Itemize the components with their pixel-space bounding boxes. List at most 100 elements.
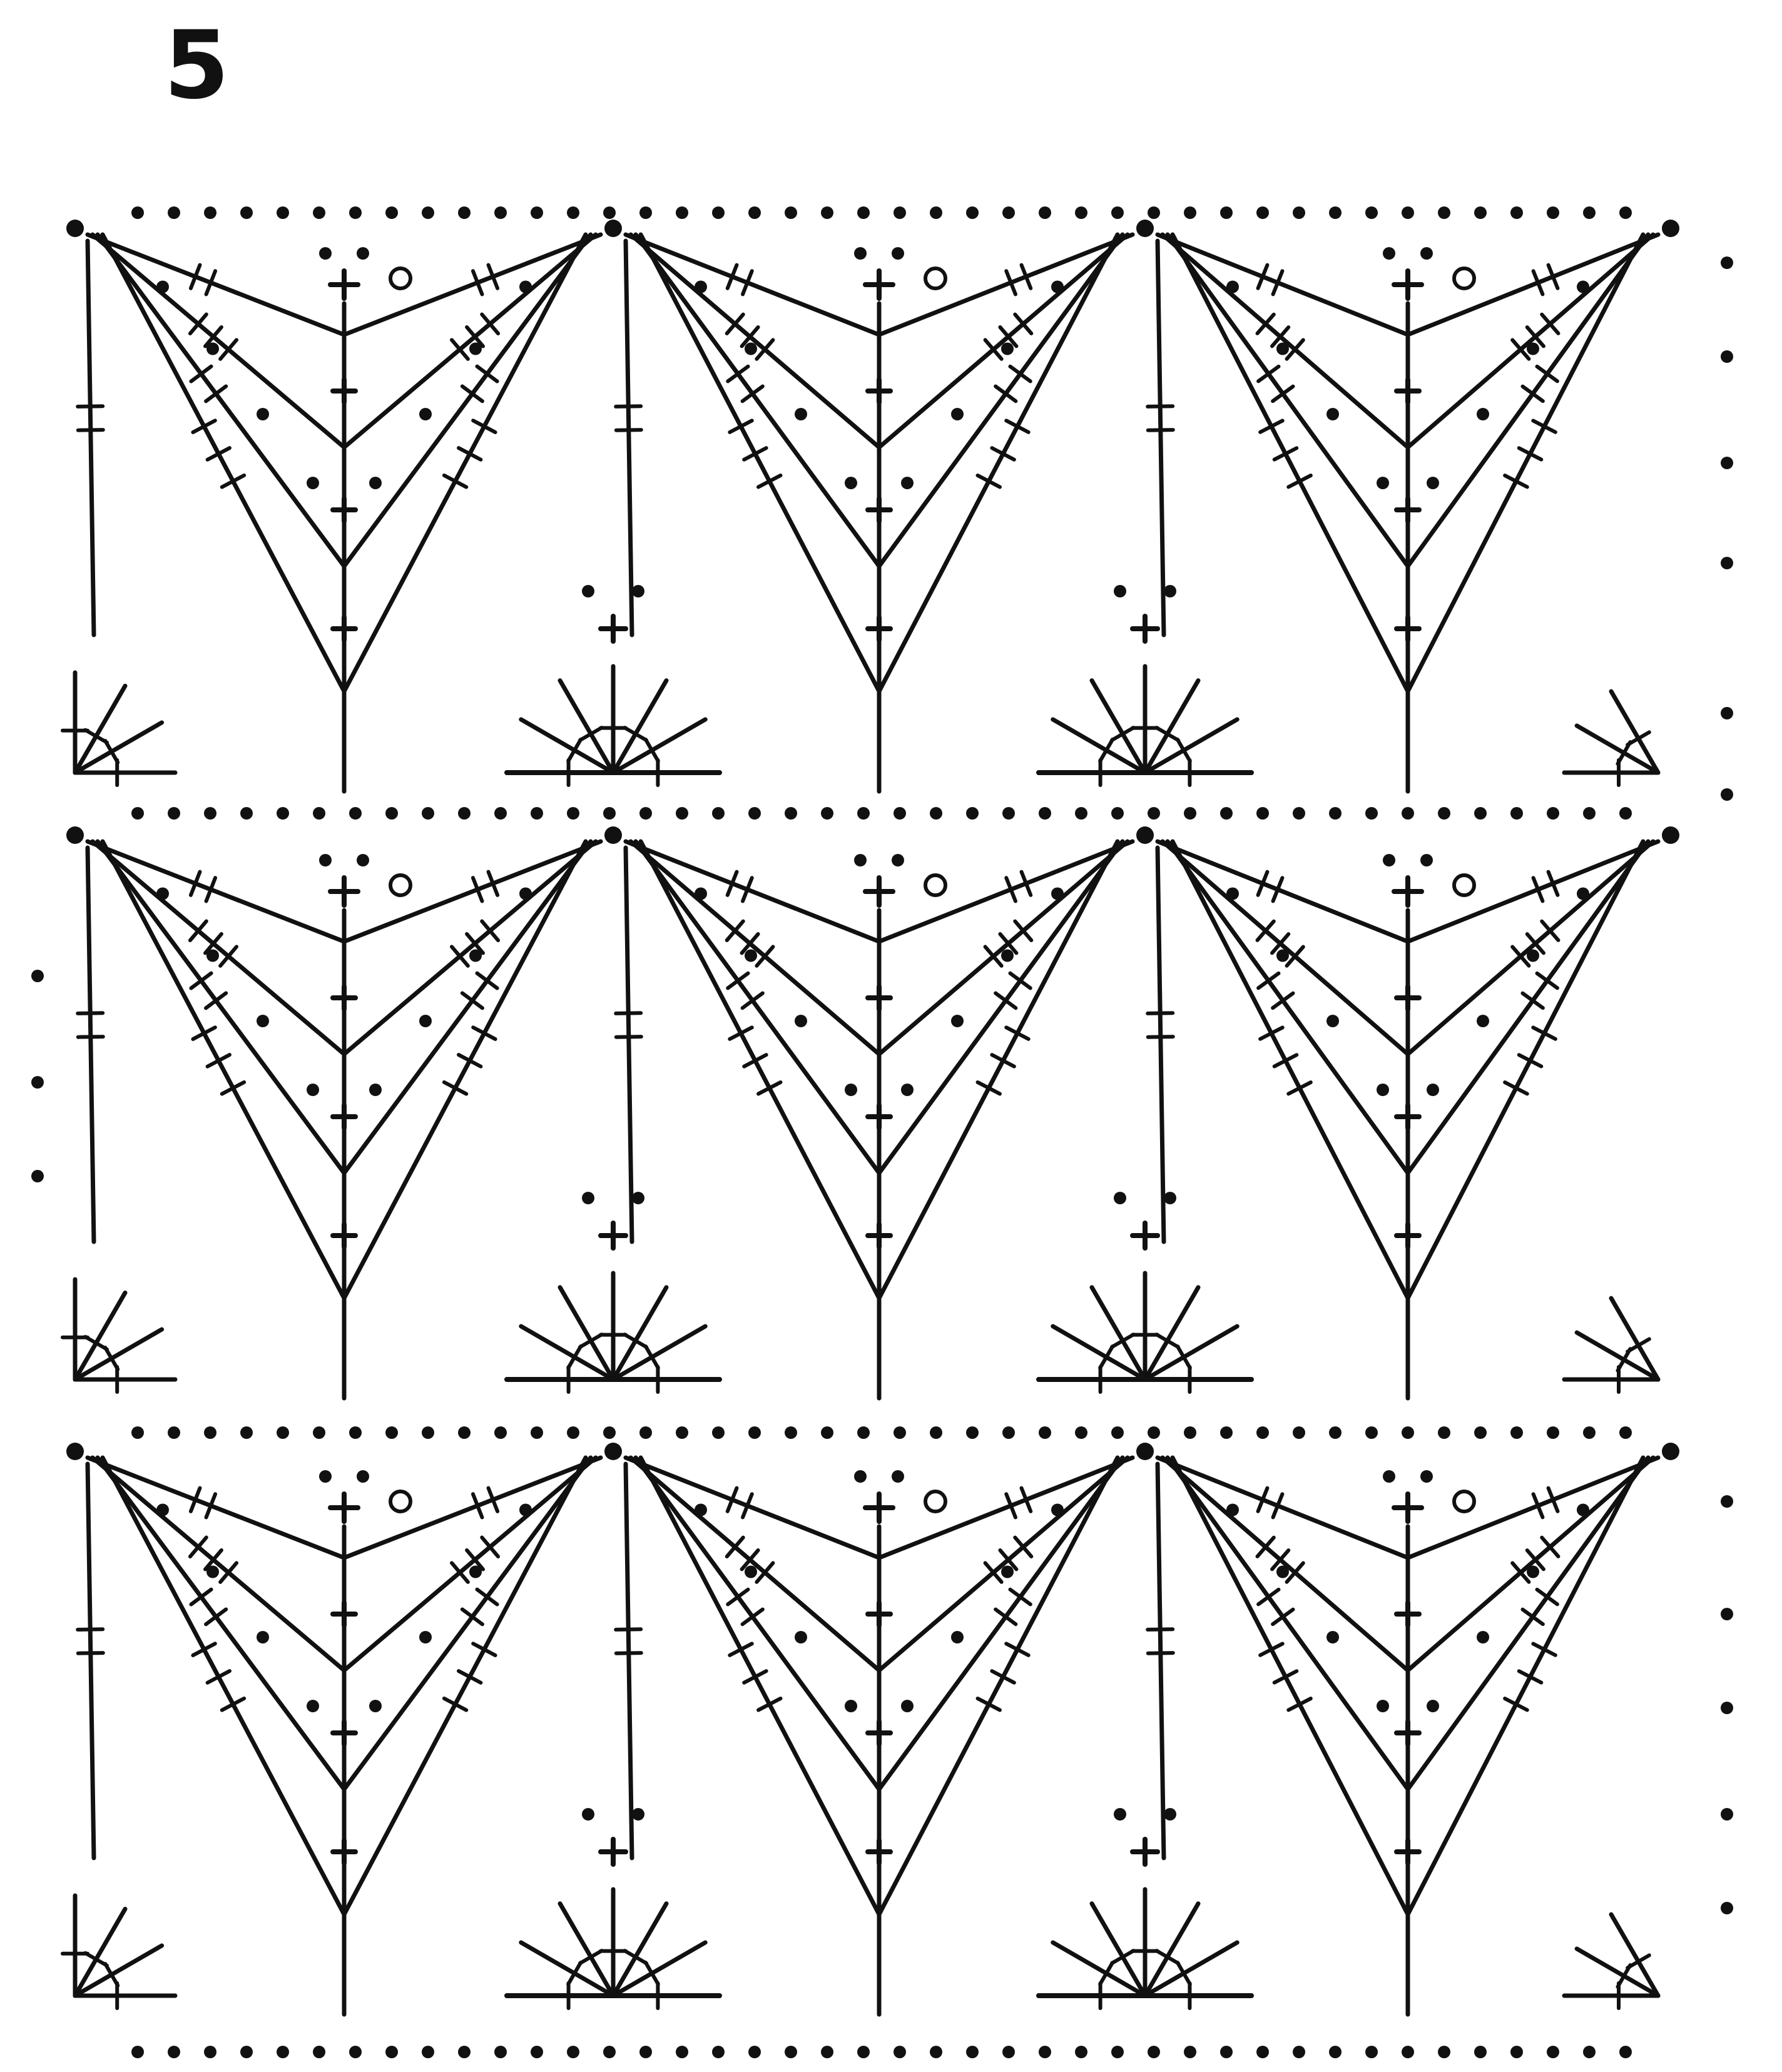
chain-dot [1164,1808,1176,1821]
chain-dot [369,1084,382,1096]
shell-fan [507,585,720,785]
chain-dot [419,408,432,420]
chain-dot [385,807,398,820]
treble-crochet-stitch [1158,235,1408,335]
chain-dot [531,2046,543,2058]
chain-dot [1420,854,1433,866]
chain-dot [1111,2046,1124,2058]
chain-dot [1148,206,1160,219]
chain-dot [1293,206,1305,219]
treble-crochet-stitch [103,841,344,1298]
chain-dot [1427,1700,1439,1712]
treble-crochet-stitch [88,235,344,335]
chain-dot [892,247,904,260]
chain-dot [582,585,594,597]
fan-repeat [1148,841,1658,1398]
treble-crochet-stitch [1408,1458,1658,1558]
chain-dot [1427,1084,1439,1096]
chain-dot [206,950,219,962]
chain-dot [385,2046,398,2058]
chain-dot [307,1084,319,1096]
treble-crochet-stitch [641,1458,879,1914]
chain-dot [745,343,757,355]
chain-dot [1184,206,1196,219]
chain-dot [168,206,180,219]
chain-dot [1377,477,1389,489]
chain-dot [1039,206,1051,219]
treble-crochet-stitch [879,841,1118,1298]
chain-dot [1510,206,1523,219]
chain-dot [1136,826,1154,844]
treble-crochet-stitch [631,1458,879,1670]
chain-dot [1474,2046,1487,2058]
chain-dot [307,1700,319,1712]
chain-dot [676,2046,688,2058]
treble-crochet-stitch [1408,1458,1643,1914]
chain-dot [1383,854,1395,866]
shell-fan [507,1808,720,2008]
chain-dot [419,1631,432,1643]
chain-dot [795,1631,807,1643]
chain-dot [1111,206,1124,219]
treble-crochet-stitch [344,1458,596,1670]
chain-dot [1075,807,1087,820]
chain-dot [1184,2046,1196,2058]
chain-dot [385,206,398,219]
chain-dot [785,1426,797,1439]
chain-dot [277,1426,289,1439]
chain-dot [1721,457,1733,469]
single-crochet-cross [601,1223,626,1248]
chain-dot [1721,1495,1733,1508]
chain-dot [531,206,543,219]
treble-crochet-stitch [626,841,879,942]
chain-dot [206,343,219,355]
treble-crochet-stitch [631,235,879,447]
double-treble-crochet-stitch [616,241,641,635]
chain-dot [1148,807,1160,820]
chain-dot [1721,557,1733,569]
pattern-row [63,826,1679,1398]
chain-dot [1583,2046,1596,2058]
chain-dot [1510,1426,1523,1439]
single-crochet-cross [1397,987,1419,1009]
chain-dot [1365,2046,1378,2058]
chain-dot [1474,1426,1487,1439]
chain-dot [930,807,942,820]
chain-dot [951,1015,964,1027]
chain-dot [1721,1608,1733,1620]
fan-repeat [616,1458,1133,2014]
chain-dot [319,854,332,866]
chain-dot [422,1426,434,1439]
chain-dot [1276,343,1289,355]
single-crochet-cross [1397,499,1419,521]
chain-dot [1402,1426,1414,1439]
single-crochet-cross [330,878,358,905]
chain-dot [1427,477,1439,489]
chain-dot [1293,1426,1305,1439]
chain-dot [1136,220,1154,237]
chain-dot [1256,206,1269,219]
chain-dot [531,1426,543,1439]
chain-dot [204,1426,216,1439]
treble-crochet-stitch [1408,841,1658,942]
chain-dot [966,807,979,820]
chain-dot [1075,1426,1087,1439]
chain-dot [1114,1808,1126,1821]
chain-row [131,2046,1632,2058]
chain-dot [901,1700,914,1712]
fan-repeat [78,841,601,1398]
single-crochet-cross [1397,1841,1419,1863]
chain-dot [1721,1702,1733,1714]
chain-dot [857,1426,870,1439]
chain-dot [1383,247,1395,260]
single-crochet-cross [333,1841,355,1863]
chain-dot [66,826,84,844]
chain-dot [857,2046,870,2058]
chain-dot [1256,807,1269,820]
chain-dot [1547,206,1559,219]
chain-dot [531,807,543,820]
chain-dot [603,807,616,820]
chain-dot [854,247,867,260]
chain-dot [1002,206,1015,219]
chain-dot [257,1015,269,1027]
